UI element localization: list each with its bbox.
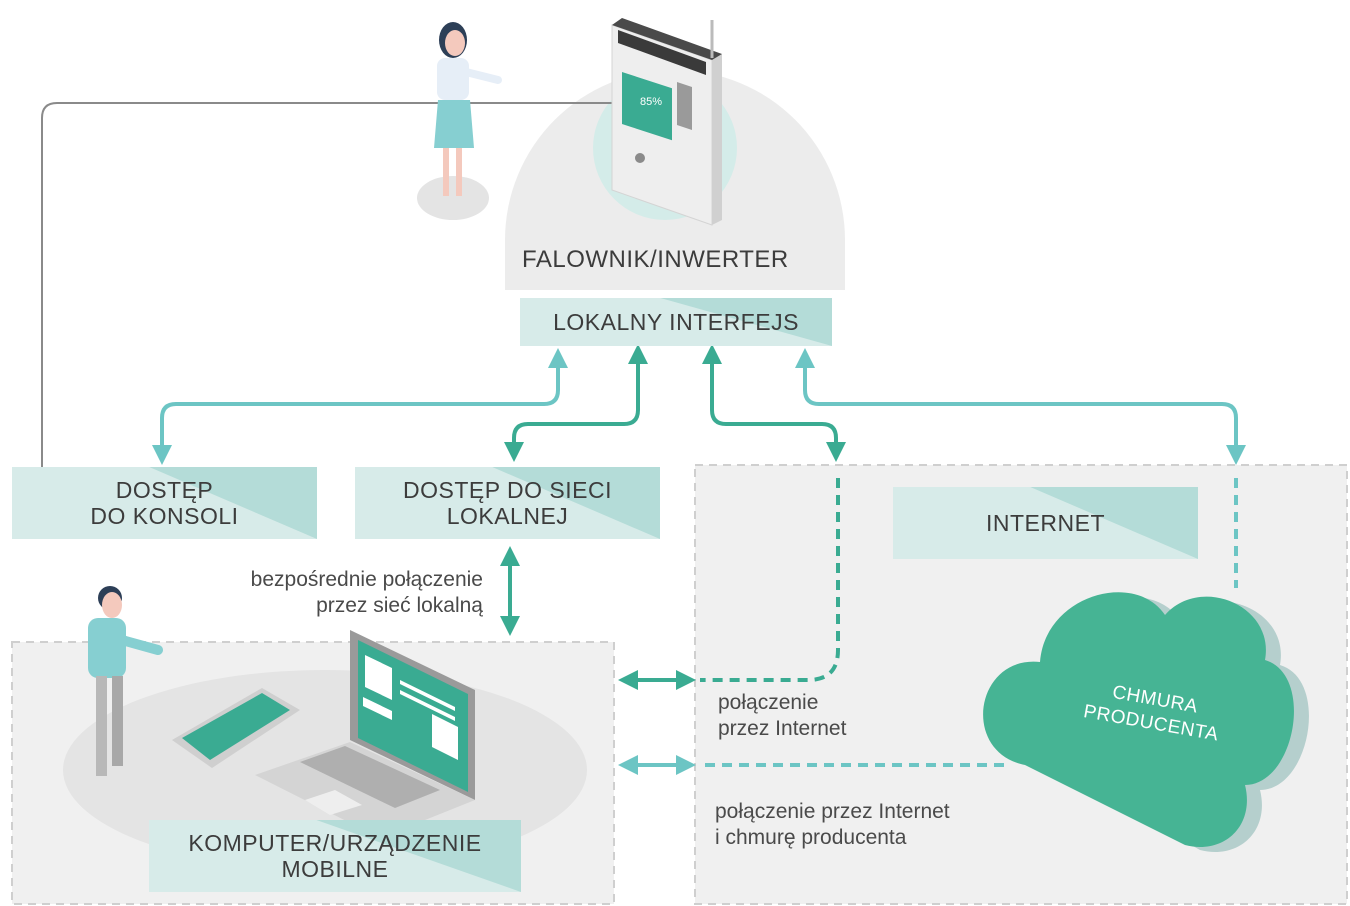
internet-label: INTERNET [986,510,1105,536]
internet-connection-note: połączenie przez Internet [718,691,847,740]
computer-label: KOMPUTER/URZĄDZENIE MOBILNE [188,830,482,882]
lan-arrow [504,344,648,462]
cloud-connection-note: połączenie przez Internet i chmurę produ… [715,800,950,849]
computer-box: KOMPUTER/URZĄDZENIE MOBILNE [149,820,521,892]
internet-box: INTERNET [893,487,1198,559]
lan-access-box: DOSTĘP DO SIECI LOKALNEJ [355,467,660,539]
woman-platform [417,176,489,220]
console-arrow [152,348,568,465]
man-figure-icon [88,586,163,776]
direct-lan-note: bezpośrednie połączenie przez sieć lokal… [250,568,483,617]
cloud-icon [983,592,1309,852]
local-interface-box: LOKALNY INTERFEJS [520,298,832,346]
inverter-title: FALOWNIK/INWERTER [522,246,789,273]
console-line [41,102,622,480]
connector-lines [152,344,1246,775]
inverter-device-icon: 85% [611,18,722,226]
console-access-box: DOSTĘP DO KONSOLI [12,467,317,539]
laptop-icon [255,630,475,838]
tablet-icon [172,688,300,768]
woman-figure-icon [434,22,502,196]
cloud-arrow [795,348,1246,465]
console-access-label: DOSTĘP DO KONSOLI [90,477,239,529]
lan-access-label: DOSTĘP DO SIECI LOKALNEJ [402,477,612,529]
inverter-screen-percent: 85% [640,96,662,108]
local-interface-label: LOKALNY INTERFEJS [553,309,799,335]
internet-dashed-line [700,478,840,682]
